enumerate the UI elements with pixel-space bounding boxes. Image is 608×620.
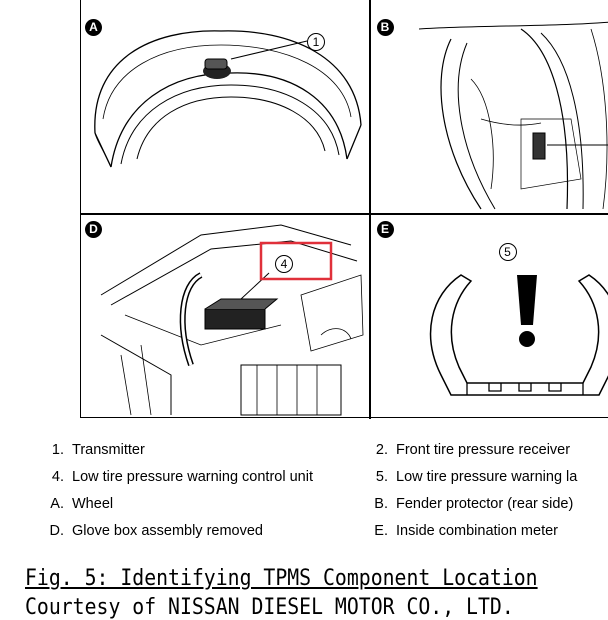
glove-box-drawing [81,215,369,419]
wheel-drawing [81,0,369,213]
panel-letter: A [85,19,102,36]
panel-fender: B [371,0,608,213]
callout-number: 1 [307,33,325,51]
panel-divider-vertical [369,0,371,419]
panel-divider-horizontal [81,213,608,215]
panel-letter: D [85,221,102,238]
panel-meter: E 5 [371,215,608,419]
figure-grid: A 1 B [80,0,608,418]
tpms-warning-symbol [371,215,608,419]
figure-caption: Fig. 5: Identifying TPMS Component Locat… [25,566,538,591]
panel-wheel: A 1 [81,0,369,213]
panel-letter: B [377,19,394,36]
highlight-box [261,243,331,279]
copyright-line: Courtesy of NISSAN DIESEL MOTOR CO., LTD… [25,595,514,620]
panel-letter: E [377,221,394,238]
callout-number: 4 [275,255,293,273]
callout-number: 5 [499,243,517,261]
fender-drawing [371,0,608,213]
panel-glove-box: D 4 [81,215,369,419]
